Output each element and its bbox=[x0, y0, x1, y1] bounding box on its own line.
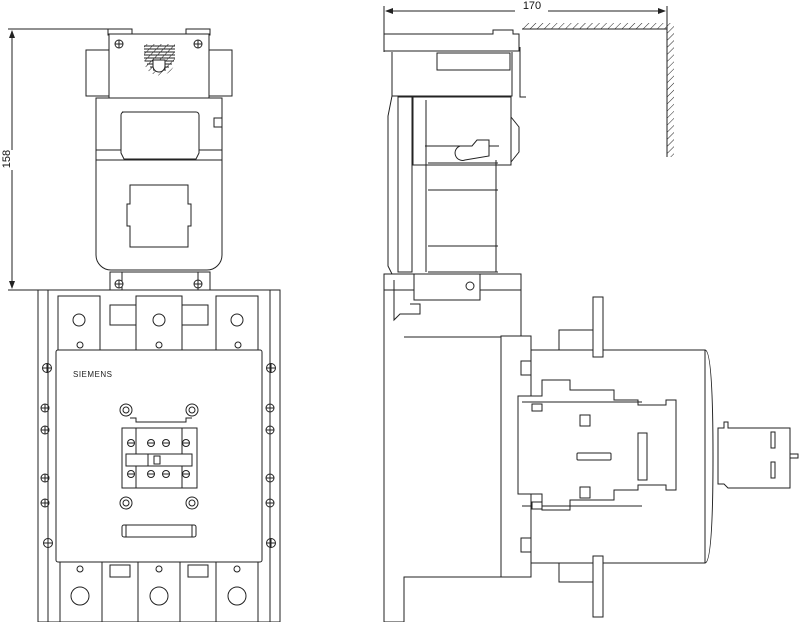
side-drive-unit bbox=[717, 421, 799, 489]
side-aux-block bbox=[517, 379, 677, 511]
flange-bottom bbox=[592, 555, 604, 618]
side-screws bbox=[40, 363, 276, 548]
coil-housing bbox=[95, 97, 223, 271]
brand-label: SIEMENS bbox=[73, 370, 113, 379]
top-module bbox=[85, 28, 233, 99]
screw-icon bbox=[193, 39, 203, 49]
mounting-plate bbox=[500, 335, 532, 578]
contactor-body: SIEMENS bbox=[37, 289, 281, 622]
screw-icon bbox=[114, 39, 124, 49]
height-dimension bbox=[8, 28, 108, 291]
label-slot bbox=[121, 524, 197, 538]
bottom-terminals bbox=[59, 561, 259, 622]
front-view: SIEMENS bbox=[8, 28, 281, 622]
side-main-body bbox=[383, 273, 799, 622]
height-dimension-label: 158 bbox=[1, 149, 13, 169]
flange-top bbox=[592, 296, 604, 358]
logo-mark-icon bbox=[144, 44, 175, 76]
auxiliary-contact-block bbox=[119, 403, 199, 510]
mounting-wall bbox=[522, 23, 674, 157]
depth-dimension-label: 170 bbox=[522, 0, 542, 12]
top-terminals bbox=[57, 295, 259, 351]
side-view bbox=[383, 6, 799, 622]
side-top-module bbox=[383, 29, 526, 275]
